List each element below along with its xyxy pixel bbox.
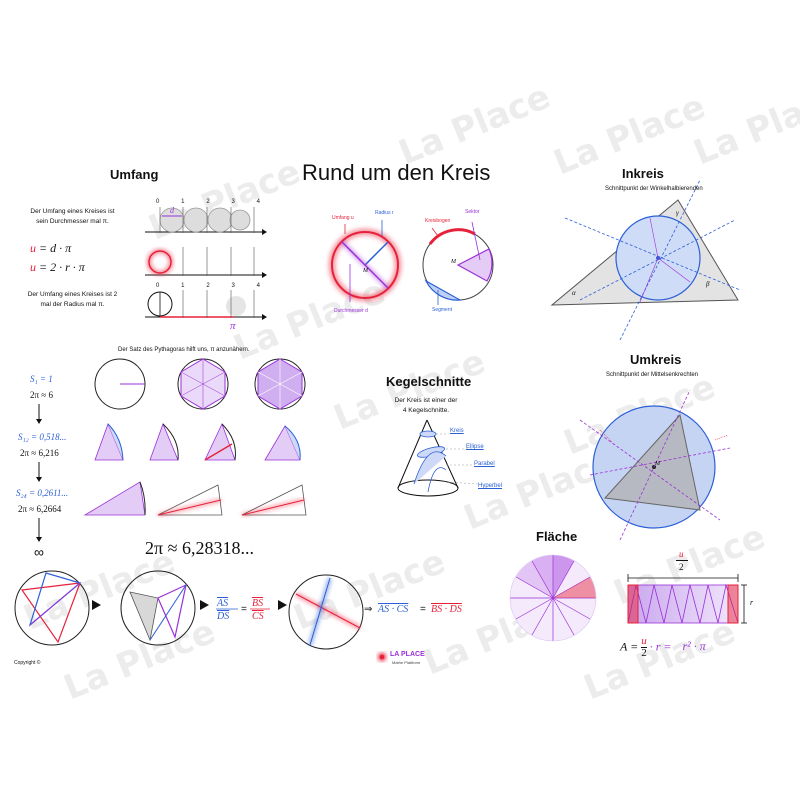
umfang-formula-2: u = 2 · r · π — [30, 260, 85, 274]
copyright: Copyright © — [14, 660, 41, 666]
frac1-den: DS — [217, 611, 230, 622]
u-label: u — [679, 549, 684, 559]
cone-diagram — [397, 419, 479, 497]
umkreis-m-label: M — [655, 461, 660, 467]
s12-label: S₁₂ = 0,518... — [18, 432, 67, 442]
link-hyperbel[interactable]: Hyperbel — [478, 483, 503, 489]
durchmesser-label: Durchmesser d — [334, 308, 368, 314]
inkreis-heading: Inkreis — [622, 166, 664, 181]
pythagoras-diagram — [36, 358, 307, 542]
umfang-u-label: Umfang u — [332, 215, 354, 221]
angle-beta: β — [706, 280, 710, 288]
area-formula: A = u 2 · r = r² · π — [620, 635, 706, 659]
r-label: r — [750, 598, 754, 607]
umfang-heading: Umfang — [110, 167, 159, 182]
brand-name: LA PLACE — [390, 651, 425, 658]
implies-arrow: ⇒ — [364, 604, 373, 615]
s1-label: S₁ = 1 — [30, 374, 53, 384]
angle-gamma: γ — [676, 209, 679, 217]
umfang-diagram — [145, 207, 267, 320]
kegelschnitte-text: Der Kreis ist einer der 4 Kegelschnitte. — [394, 397, 458, 414]
pythagoras-intro: Der Satz des Pythagoras hilft uns, π anz… — [118, 347, 250, 353]
circle-parts-diagram — [328, 220, 494, 305]
s24-approx: 2π ≈ 6,2664 — [18, 504, 62, 514]
s24-label: S₂₄ = 0,2611... — [16, 488, 69, 498]
page-title: Rund um den Kreis — [302, 160, 491, 185]
kreisbogen-label: Kreisbogen — [425, 218, 451, 224]
equals-sign: = — [241, 604, 247, 615]
angle-alpha: α — [572, 289, 576, 297]
sektor-label: Sektor — [465, 209, 480, 215]
frac2-num: BS — [252, 598, 264, 609]
flaeche-diagram — [509, 554, 747, 642]
umkreis-heading: Umkreis — [630, 352, 682, 367]
radius-label: Radius r — [375, 210, 394, 216]
frac1-num: AS — [217, 598, 229, 609]
umkreis-diagram — [579, 389, 731, 541]
link-kreis[interactable]: Kreis — [450, 428, 464, 434]
link-ellipse[interactable]: Ellipse — [466, 444, 484, 450]
umkreis-subtitle: Schnittpunkt der Mittelsenkrechten — [606, 372, 699, 378]
inkreis-diagram — [550, 179, 741, 341]
eq-left: AS · CS — [378, 604, 409, 615]
eq-right: BS · DS — [431, 604, 462, 615]
m-label-2: M — [451, 259, 456, 265]
umfang-text-1: Der Umfang eines Kreises ist sein Durchm… — [30, 208, 115, 225]
infinity-symbol: ∞ — [34, 544, 44, 560]
s12-approx: 2π ≈ 6,216 — [20, 448, 59, 458]
kegelschnitte-heading: Kegelschnitte — [386, 374, 472, 389]
umfang-text-2: Der Umfang eines Kreises ist 2 mal der R… — [27, 291, 118, 308]
fraction-bar — [676, 560, 688, 561]
equals-sign-2: = — [420, 604, 426, 615]
d-label: d — [170, 206, 174, 215]
s1-approx: 2π ≈ 6 — [30, 390, 53, 400]
m-label: M — [363, 268, 368, 274]
brand-subtitle: Mathe Plattform — [392, 660, 421, 665]
two-label: 2 — [679, 562, 684, 572]
chord-proof-diagram — [14, 570, 364, 650]
pi-label: π — [230, 320, 236, 332]
umfang-formula-1: u = d · π — [30, 241, 72, 255]
inkreis-subtitle: Schnittpunkt der Winkelhalbierenden — [605, 186, 703, 192]
pi-result: 2π ≈ 6,28318... — [145, 538, 254, 558]
frac2-den: CS — [252, 611, 264, 622]
segment-label: Segment — [432, 307, 453, 313]
flaeche-heading: Fläche — [536, 529, 578, 544]
link-parabel[interactable]: Parabel — [474, 461, 495, 467]
